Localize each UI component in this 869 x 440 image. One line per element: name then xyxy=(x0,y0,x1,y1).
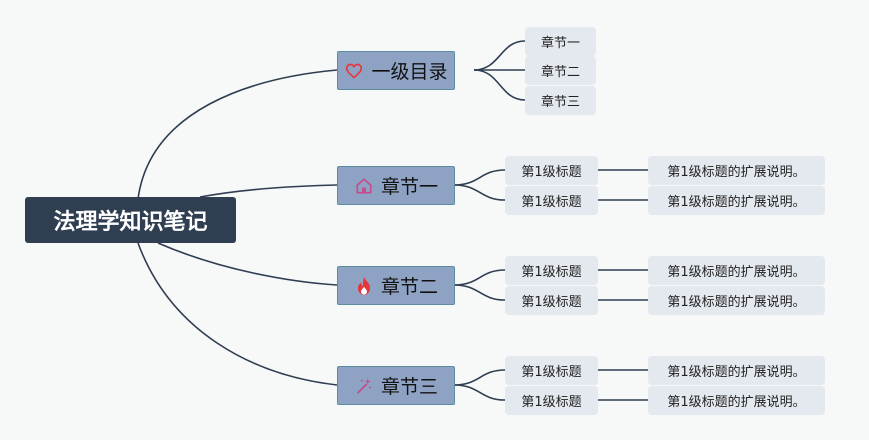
branch-topic-1-label: 一级目录 xyxy=(371,61,448,83)
branch-topic-2[interactable]: 章节一 xyxy=(337,166,455,205)
subtopic-description[interactable]: 第1级标题的扩展说明。 xyxy=(648,356,825,385)
subtopic-description[interactable]: 第1级标题的扩展说明。 xyxy=(648,156,825,185)
root-topic-label: 法理学知识笔记 xyxy=(53,210,208,235)
subtopic-title[interactable]: 第1级标题 xyxy=(505,186,598,215)
connector-root-branch-2 xyxy=(199,184,338,198)
subtopic-title-label: 第1级标题 xyxy=(521,295,582,310)
subtopic-description[interactable]: 第1级标题的扩展说明。 xyxy=(648,386,825,415)
branch-topic-3-label: 章节二 xyxy=(380,276,438,298)
subtopic-title-label: 第1级标题 xyxy=(521,165,582,180)
subtopic-label: 章节二 xyxy=(540,65,580,80)
magic-wand-icon xyxy=(354,376,374,396)
subtopic-title[interactable]: 第1级标题 xyxy=(505,386,598,415)
heart-outline-icon xyxy=(344,61,364,81)
flame-icon xyxy=(354,276,374,296)
subtopic-description-label: 第1级标题的扩展说明。 xyxy=(667,165,806,180)
root-topic[interactable]: 法理学知识笔记 xyxy=(25,197,236,243)
subtopic-title[interactable]: 第1级标题 xyxy=(505,256,598,285)
connector-b2-t1 xyxy=(453,169,506,186)
connector-b3-t2 xyxy=(453,284,506,301)
subtopic-chapter-3[interactable]: 章节三 xyxy=(525,86,596,115)
subtopic-description-label: 第1级标题的扩展说明。 xyxy=(667,365,806,380)
branch-topic-4-label: 章节三 xyxy=(380,376,438,398)
subtopic-title[interactable]: 第1级标题 xyxy=(505,356,598,385)
connector-b4-t2 xyxy=(453,384,506,401)
branch-topic-2-label: 章节一 xyxy=(380,176,438,198)
connector-root-branch-4 xyxy=(137,242,338,386)
subtopic-chapter-2[interactable]: 章节二 xyxy=(525,56,596,85)
subtopic-description-label: 第1级标题的扩展说明。 xyxy=(667,195,806,210)
connector-b1-c1 xyxy=(473,40,526,71)
connector-b4-t1 xyxy=(453,369,506,386)
house-icon xyxy=(354,176,374,196)
subtopic-label: 章节一 xyxy=(540,36,580,51)
connector-root-branch-3 xyxy=(157,242,338,286)
branch-topic-4[interactable]: 章节三 xyxy=(337,366,455,405)
subtopic-description-label: 第1级标题的扩展说明。 xyxy=(667,395,806,410)
subtopic-title-label: 第1级标题 xyxy=(521,195,582,210)
subtopic-description-label: 第1级标题的扩展说明。 xyxy=(667,295,806,310)
connector-b1-c3 xyxy=(473,69,526,101)
subtopic-description-label: 第1级标题的扩展说明。 xyxy=(667,265,806,280)
connector-root-branch-1 xyxy=(137,69,338,200)
subtopic-description[interactable]: 第1级标题的扩展说明。 xyxy=(648,256,825,285)
subtopic-title-label: 第1级标题 xyxy=(521,265,582,280)
subtopic-title-label: 第1级标题 xyxy=(521,365,582,380)
subtopic-title[interactable]: 第1级标题 xyxy=(505,156,598,185)
connector-b3-t1 xyxy=(453,269,506,286)
subtopic-description[interactable]: 第1级标题的扩展说明。 xyxy=(648,186,825,215)
subtopic-chapter-1[interactable]: 章节一 xyxy=(525,27,596,56)
subtopic-title-label: 第1级标题 xyxy=(521,395,582,410)
subtopic-label: 章节三 xyxy=(540,95,580,110)
connector-b2-t2 xyxy=(453,184,506,201)
subtopic-title[interactable]: 第1级标题 xyxy=(505,286,598,315)
branch-topic-1[interactable]: 一级目录 xyxy=(337,51,455,90)
subtopic-description[interactable]: 第1级标题的扩展说明。 xyxy=(648,286,825,315)
branch-topic-3[interactable]: 章节二 xyxy=(337,266,455,305)
